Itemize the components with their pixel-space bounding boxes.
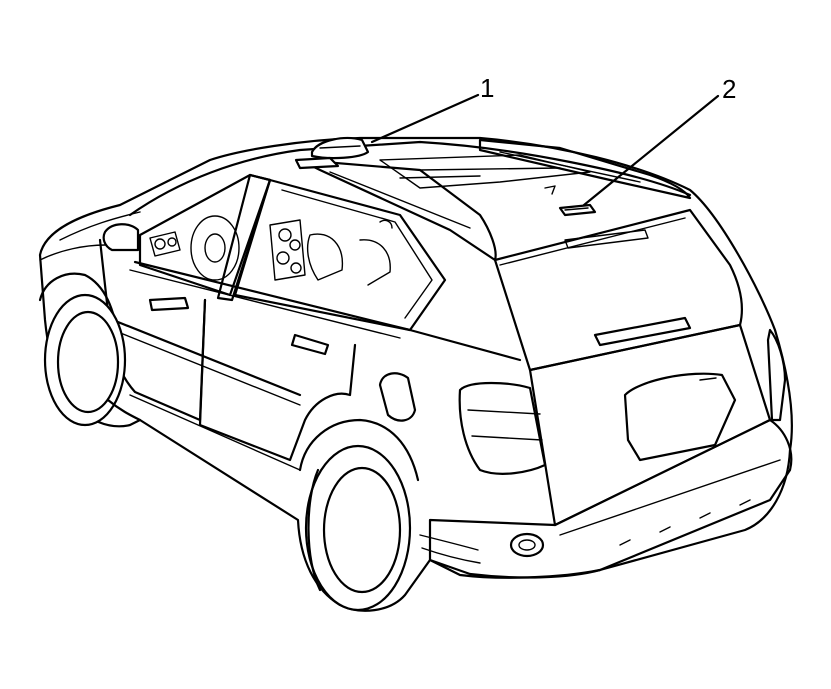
- roof-antenna: [294, 136, 370, 170]
- tail-lamps: [458, 328, 787, 475]
- callout-2-leader: [582, 94, 720, 207]
- side-windows: [129, 173, 522, 362]
- rear-roof-component: [558, 203, 597, 217]
- rear-wheel: [298, 418, 420, 612]
- fuel-door: [378, 372, 417, 422]
- rear-bumper: [419, 418, 793, 579]
- callout-1-leader: [370, 93, 480, 144]
- callout-2-label: 2: [722, 74, 736, 104]
- callout-2: 2: [582, 74, 736, 207]
- vehicle-interior: [102, 215, 393, 286]
- roof-rails: [298, 138, 692, 262]
- callout-1-label: 1: [480, 73, 494, 103]
- front-wheel: [38, 272, 142, 427]
- roof-panel: [379, 154, 591, 195]
- callout-1: 1: [370, 73, 494, 144]
